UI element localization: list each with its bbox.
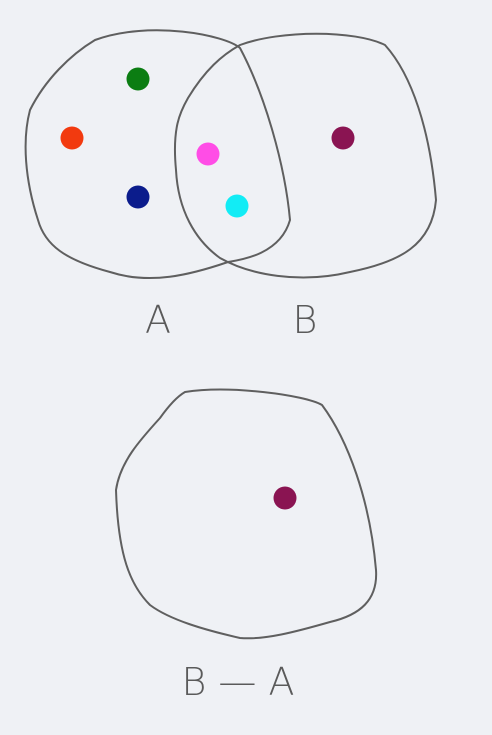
difference-diagram: B — A — [114, 388, 378, 704]
maroon-point — [331, 126, 355, 150]
difference-label: B — A — [181, 660, 294, 704]
cyan-point — [225, 194, 249, 218]
difference-maroon-point — [273, 486, 297, 510]
red-point — [60, 126, 84, 150]
difference-set-outline — [114, 388, 378, 640]
navy-point — [126, 185, 150, 209]
set-b-outline — [173, 32, 438, 279]
set-a-outline — [24, 29, 292, 280]
magenta-point — [196, 142, 220, 166]
top-venn-diagram: A B — [24, 29, 438, 342]
green-point — [126, 67, 150, 91]
set-b-label: B — [293, 298, 318, 342]
set-a-label: A — [145, 298, 171, 342]
